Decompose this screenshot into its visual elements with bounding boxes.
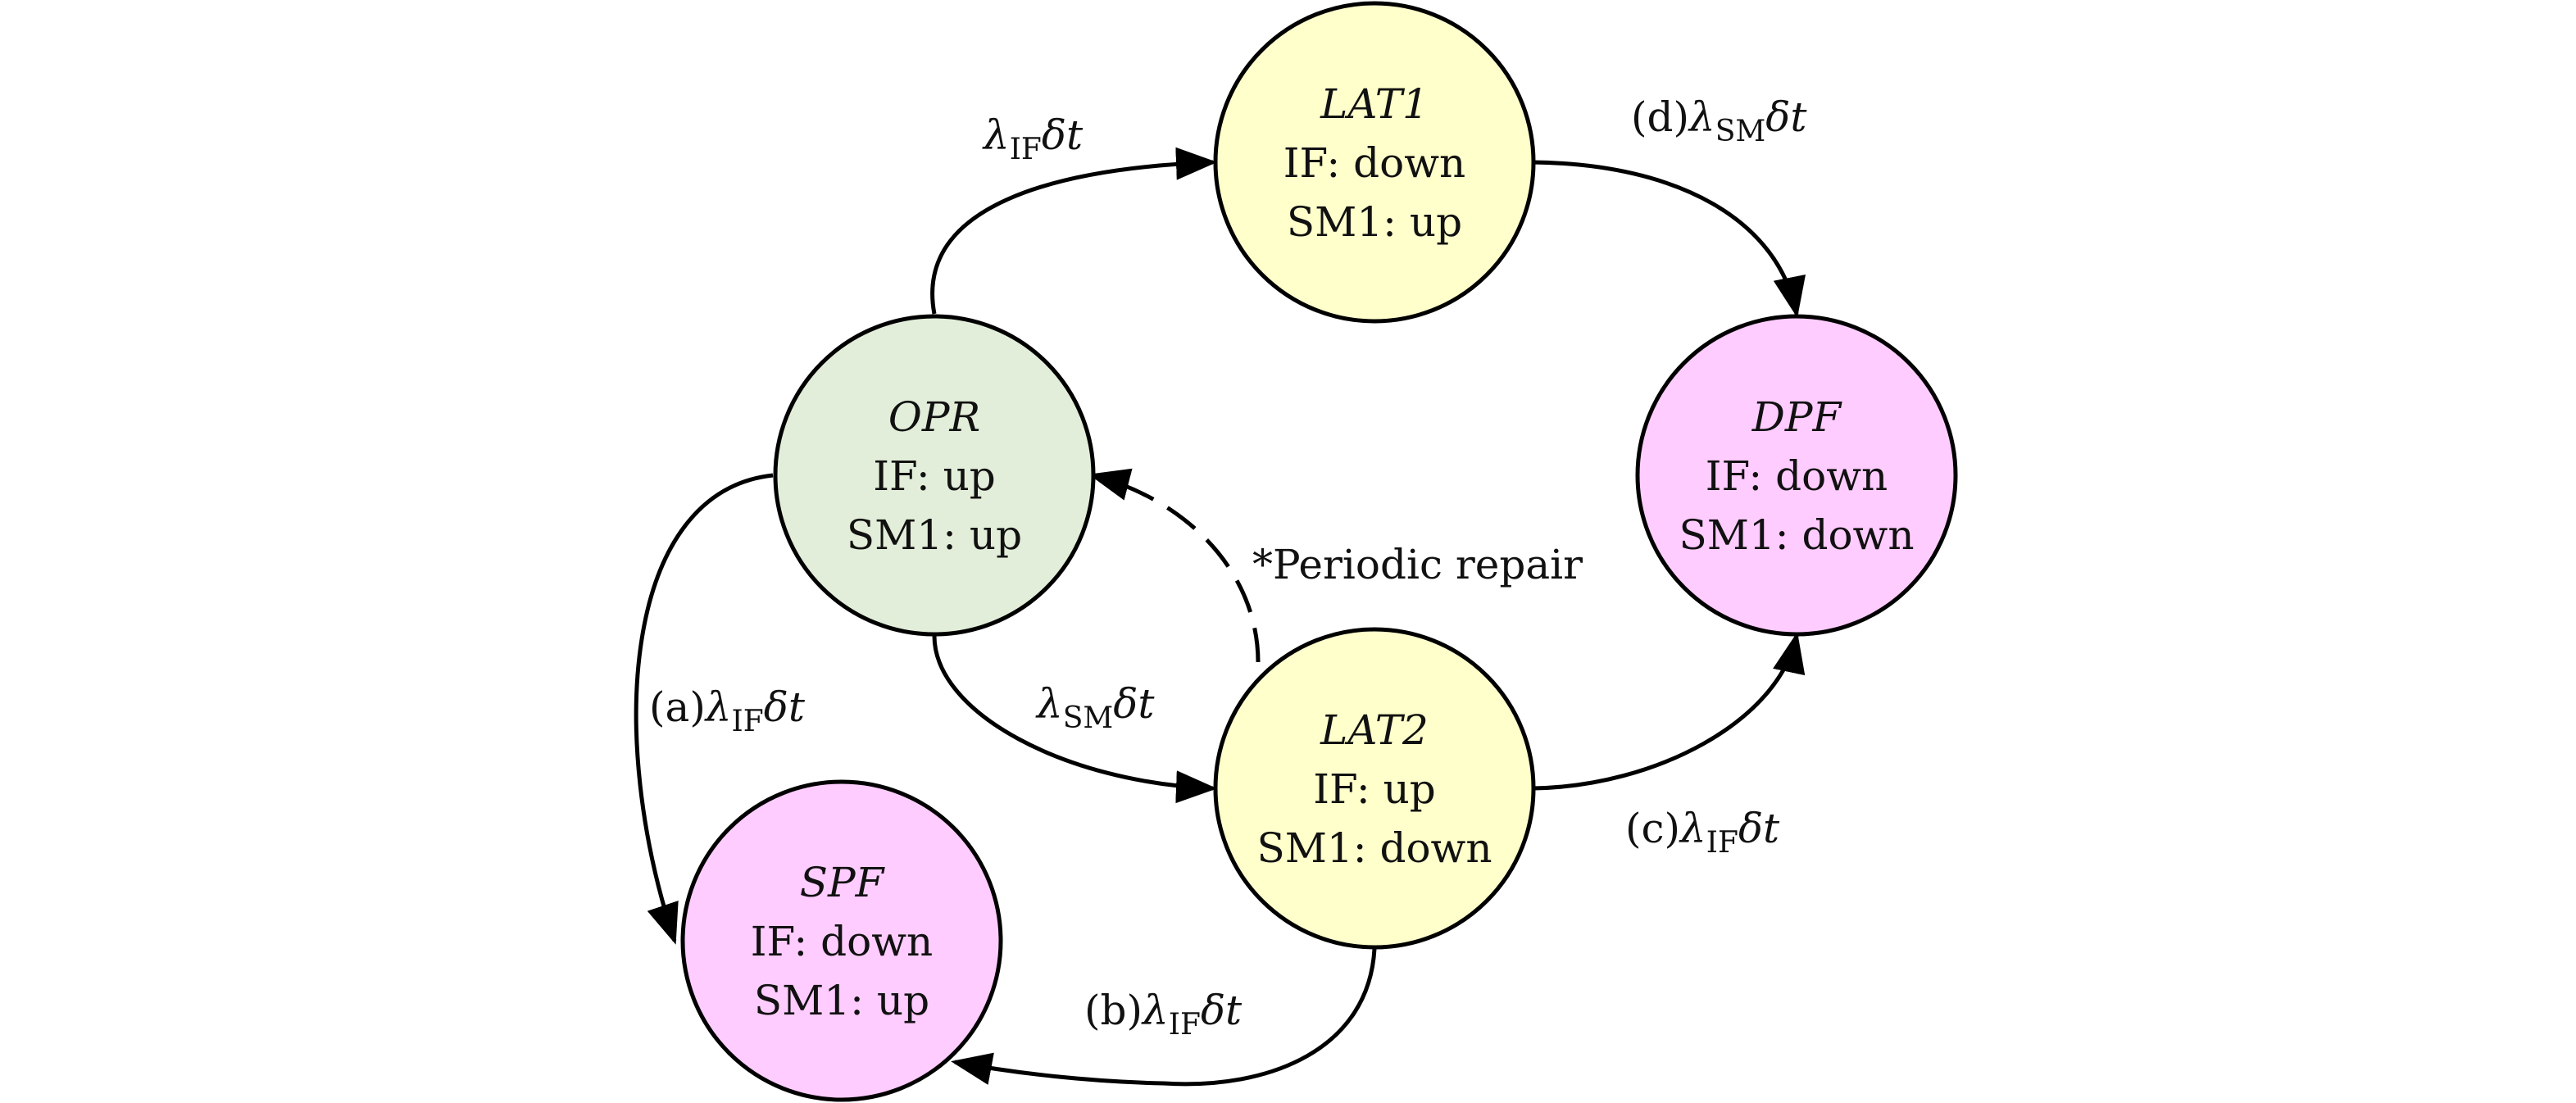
state-node-opr: OPR IF: up SM1: up bbox=[773, 314, 1096, 637]
state-circle bbox=[1635, 314, 1958, 637]
state-name: DPF bbox=[1751, 393, 1843, 441]
state-node-dpf: DPF IF: down SM1: down bbox=[1635, 314, 1958, 637]
periodic-repair-note: *Periodic repair bbox=[1252, 541, 1583, 588]
edge-lat2-to-opr-repair bbox=[1088, 468, 1261, 663]
edge-label-opr-lat2: λSMδt bbox=[1035, 680, 1155, 735]
if-state: IF: up bbox=[873, 452, 996, 500]
if-state: IF: down bbox=[1706, 452, 1888, 500]
sm-state: SM1: up bbox=[1287, 198, 1462, 246]
edge-opr-to-lat1 bbox=[930, 147, 1217, 315]
state-circle bbox=[773, 314, 1096, 637]
sm-state: SM1: down bbox=[1256, 824, 1492, 872]
state-circle bbox=[1213, 1, 1536, 324]
sm-state: SM1: down bbox=[1679, 511, 1914, 559]
state-node-lat1: LAT1 IF: down SM1: up bbox=[1213, 1, 1536, 324]
sm-state: SM1: up bbox=[847, 511, 1022, 559]
edge-lat2-to-dpf bbox=[1532, 632, 1806, 791]
edge-label-lat2-dpf: (c)λIFδt bbox=[1625, 805, 1780, 860]
edge-lat2-to-spf bbox=[951, 948, 1377, 1087]
if-state: IF: up bbox=[1313, 765, 1436, 813]
state-name: LAT2 bbox=[1320, 706, 1429, 754]
if-state: IF: down bbox=[751, 918, 934, 965]
edge-label-lat1-dpf: (d)λSMδt bbox=[1631, 93, 1807, 148]
state-circle bbox=[680, 779, 1003, 1102]
sm-state: SM1: up bbox=[754, 977, 929, 1024]
edge-label-opr-lat1: λIFδt bbox=[982, 111, 1084, 166]
edge-label-opr-spf: (a)λIFδt bbox=[649, 683, 806, 738]
edge-opr-to-lat2 bbox=[932, 635, 1217, 804]
state-circle bbox=[1213, 627, 1536, 950]
if-state: IF: down bbox=[1283, 139, 1466, 187]
state-name: OPR bbox=[888, 393, 980, 441]
state-node-lat2: LAT2 IF: up SM1: down bbox=[1213, 627, 1536, 950]
state-name: LAT1 bbox=[1320, 80, 1429, 128]
state-node-spf: SPF IF: down SM1: up bbox=[680, 779, 1003, 1102]
edge-label-lat2-spf: (b)λIFδt bbox=[1084, 987, 1243, 1042]
edge-lat1-to-dpf bbox=[1532, 160, 1806, 318]
edge-opr-to-spf bbox=[634, 473, 774, 945]
state-name: SPF bbox=[800, 859, 886, 906]
